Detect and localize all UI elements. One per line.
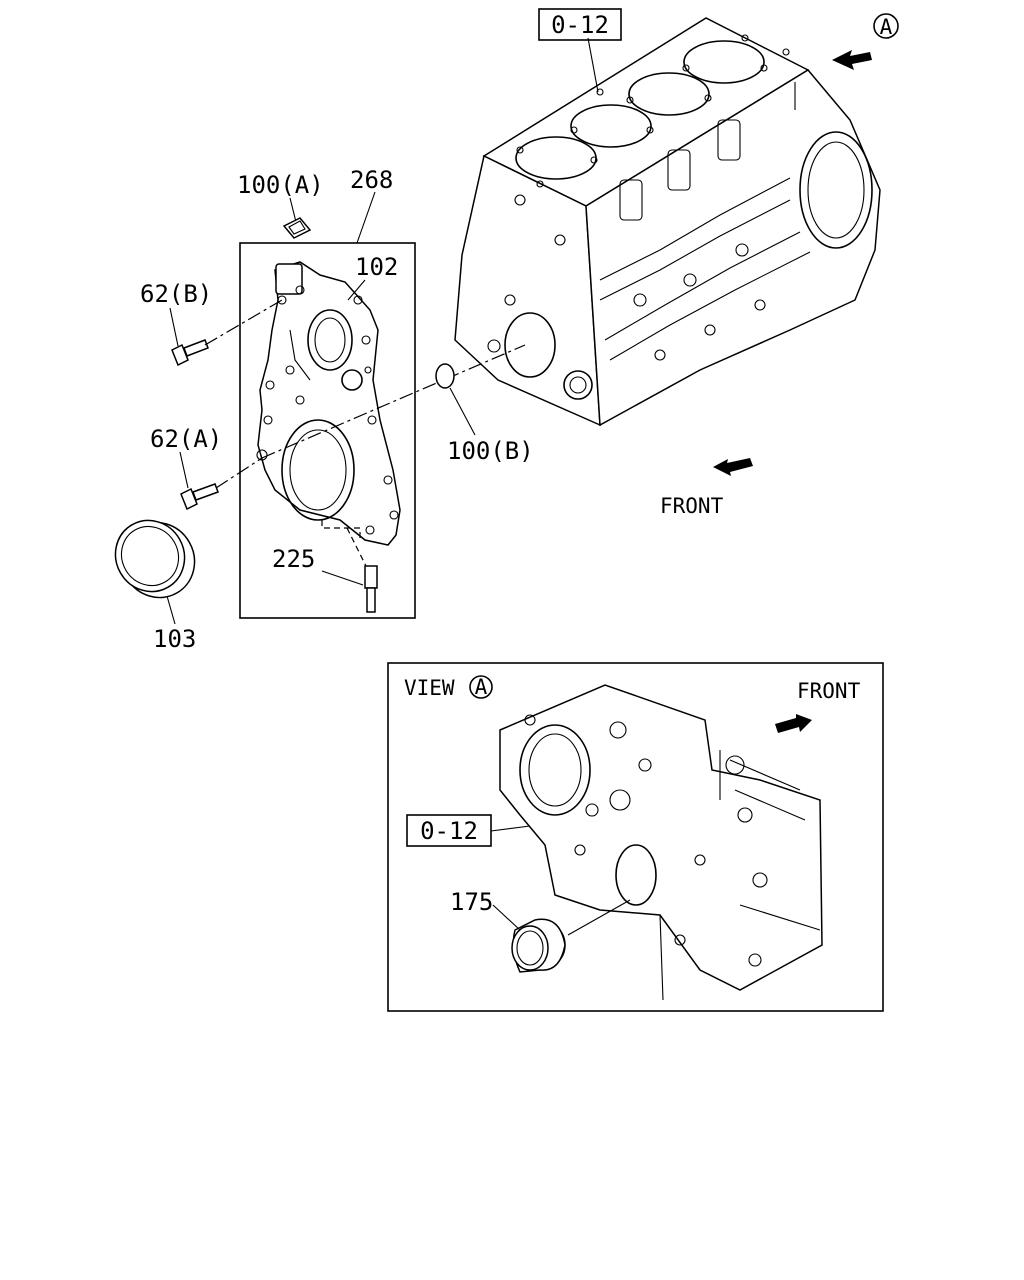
oring-100b xyxy=(435,363,455,389)
view-a-arrow-icon xyxy=(832,50,872,70)
part-label-100b: 100(B) xyxy=(447,437,534,465)
front-cover-plate xyxy=(256,261,401,546)
callout-a-circle xyxy=(873,13,899,39)
leader-ref-main xyxy=(587,37,599,93)
part-label-225: 225 xyxy=(272,545,315,573)
front-arrow-view-icon xyxy=(775,714,812,733)
ref-main-label: 0-12 xyxy=(551,11,609,39)
view-a-box xyxy=(387,662,884,1012)
front-arrow-icon xyxy=(713,458,753,476)
bushing-175 xyxy=(511,918,566,973)
part-label-175: 175 xyxy=(450,888,493,916)
bolt-62a xyxy=(180,483,219,511)
front-label-main: FRONT xyxy=(660,494,724,518)
oil-seal-103 xyxy=(114,519,196,599)
part-label-62b: 62(B) xyxy=(140,280,212,308)
bolt-62b xyxy=(171,339,209,367)
gasket-100a xyxy=(282,217,312,239)
ref-main-box xyxy=(538,8,622,41)
engine-block-drawing xyxy=(454,17,881,427)
front-label-view: FRONT xyxy=(797,679,861,703)
view-title-circle-label: A xyxy=(475,675,488,699)
part-label-103: 103 xyxy=(153,625,196,653)
view-a-block-drawing xyxy=(499,684,823,1001)
view-title: VIEW xyxy=(404,676,455,700)
centerline xyxy=(261,344,526,459)
view-title-circle xyxy=(469,675,493,699)
part-label-268: 268 xyxy=(350,166,393,194)
part-label-102: 102 xyxy=(355,253,398,281)
ref-view-label: 0-12 xyxy=(420,817,478,845)
part-label-100a: 100(A) xyxy=(237,171,324,199)
part-label-62a: 62(A) xyxy=(150,425,222,453)
callout-a-label: A xyxy=(880,15,893,39)
assembly-box xyxy=(239,242,416,619)
stud-225 xyxy=(364,565,378,613)
